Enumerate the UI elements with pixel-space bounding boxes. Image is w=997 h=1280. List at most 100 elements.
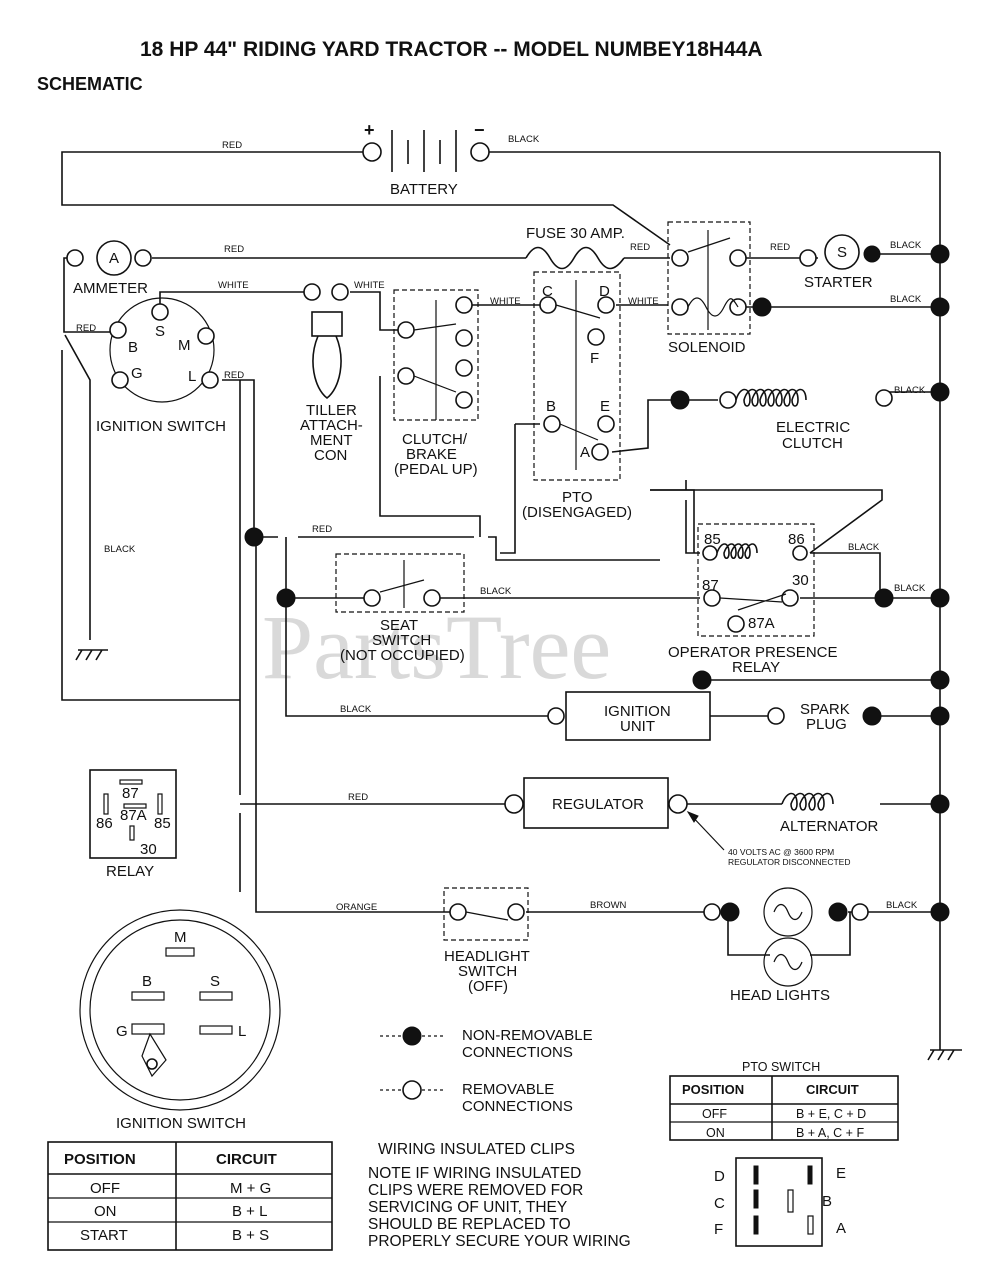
- svg-text:WHITE: WHITE: [490, 296, 521, 307]
- svg-text:86: 86: [96, 815, 113, 832]
- svg-text:BROWN: BROWN: [590, 900, 627, 911]
- svg-text:PTO: PTO: [562, 489, 593, 506]
- svg-text:M: M: [178, 337, 191, 354]
- battery-label: BATTERY: [390, 181, 458, 198]
- svg-text:B + A, C + F: B + A, C + F: [796, 1126, 864, 1140]
- svg-text:PLUG: PLUG: [806, 716, 847, 733]
- svg-text:BLACK: BLACK: [508, 134, 540, 145]
- electric-clutch: ELECTRIC CLUTCH: [670, 388, 893, 452]
- page-subtitle: SCHEMATIC: [37, 74, 143, 94]
- svg-text:RED: RED: [312, 524, 332, 535]
- svg-text:S: S: [210, 973, 220, 990]
- svg-text:CIRCUIT: CIRCUIT: [216, 1151, 277, 1168]
- svg-text:30: 30: [140, 841, 157, 858]
- operator-presence-relay: 85 86 87 30 87A OPERATOR PRESENCE RELAY: [668, 523, 837, 676]
- svg-text:85: 85: [704, 531, 721, 548]
- svg-text:WIRING INSULATED CLIPS: WIRING INSULATED CLIPS: [378, 1141, 575, 1158]
- svg-text:OFF: OFF: [90, 1180, 120, 1197]
- svg-text:B + S: B + S: [232, 1227, 269, 1244]
- svg-text:A: A: [580, 444, 590, 461]
- svg-text:B + E, C + D: B + E, C + D: [796, 1107, 866, 1121]
- svg-text:RED: RED: [770, 242, 790, 253]
- pto-switch-table: PTO SWITCH POSITION CIRCUIT OFF B + E, C…: [669, 1060, 899, 1141]
- svg-text:RED: RED: [224, 244, 244, 255]
- svg-text:MENT: MENT: [310, 432, 353, 449]
- svg-text:(NOT OCCUPIED): (NOT OCCUPIED): [340, 647, 465, 664]
- starter-label: STARTER: [804, 274, 873, 291]
- svg-text:BLACK: BLACK: [340, 704, 372, 715]
- svg-text:S: S: [837, 244, 847, 261]
- svg-text:85: 85: [154, 815, 171, 832]
- fuse-label: FUSE 30 AMP.: [526, 225, 625, 242]
- svg-text:RED: RED: [222, 140, 242, 151]
- ignition-switch-label: IGNITION SWITCH: [96, 418, 226, 435]
- battery-plus: +: [364, 120, 375, 140]
- svg-text:IGNITION: IGNITION: [604, 703, 671, 720]
- svg-text:SHOULD BE REPLACED TO: SHOULD BE REPLACED TO: [368, 1216, 571, 1233]
- svg-text:BLACK: BLACK: [894, 385, 926, 396]
- svg-text:87: 87: [702, 577, 719, 594]
- relay-pinout: 87 87A 86 85 30 RELAY: [89, 769, 177, 880]
- pto-pinout: D C F E B A: [714, 1157, 846, 1247]
- solenoid: SOLENOID: [667, 221, 751, 356]
- svg-text:START: START: [80, 1227, 128, 1244]
- svg-text:ON: ON: [706, 1126, 725, 1140]
- watermark: PartsTree: [262, 596, 611, 698]
- svg-text:(PEDAL UP): (PEDAL UP): [394, 461, 478, 478]
- svg-text:CON: CON: [314, 447, 347, 464]
- solenoid-label: SOLENOID: [668, 339, 746, 356]
- svg-text:C: C: [542, 283, 553, 300]
- svg-text:ORANGE: ORANGE: [336, 902, 377, 913]
- svg-text:CONNECTIONS: CONNECTIONS: [462, 1044, 573, 1061]
- svg-text:F: F: [590, 350, 599, 367]
- svg-text:CLIPS WERE REMOVED FOR: CLIPS WERE REMOVED FOR: [368, 1182, 583, 1199]
- svg-text:ON: ON: [94, 1203, 117, 1220]
- svg-text:D: D: [599, 283, 610, 300]
- svg-text:BRAKE: BRAKE: [406, 446, 457, 463]
- svg-text:TILLER: TILLER: [306, 402, 357, 419]
- svg-text:87A: 87A: [120, 807, 147, 824]
- svg-text:B: B: [546, 398, 556, 415]
- svg-text:BLACK: BLACK: [480, 586, 512, 597]
- battery-minus: −: [474, 120, 485, 140]
- wire-labels: RED BLACK RED RED RED BLACK BLACK WHITE …: [76, 134, 926, 913]
- svg-text:M: M: [174, 929, 187, 946]
- ammeter: A AMMETER: [66, 240, 152, 297]
- svg-text:REMOVABLE: REMOVABLE: [462, 1081, 554, 1098]
- fuse: FUSE 30 AMP.: [525, 225, 625, 270]
- svg-text:SPARK: SPARK: [800, 701, 850, 718]
- svg-text:BLACK: BLACK: [848, 542, 880, 553]
- page-title: 18 HP 44" RIDING YARD TRACTOR -- MODEL N…: [140, 38, 763, 61]
- svg-text:87: 87: [122, 785, 139, 802]
- svg-text:ATTACH-: ATTACH-: [300, 417, 363, 434]
- svg-text:REGULATOR: REGULATOR: [552, 796, 644, 813]
- svg-text:RED: RED: [630, 242, 650, 253]
- svg-text:B + L: B + L: [232, 1203, 267, 1220]
- svg-text:B: B: [128, 339, 138, 356]
- svg-text:G: G: [116, 1023, 128, 1040]
- svg-text:CLUTCH/: CLUTCH/: [402, 431, 468, 448]
- head-lights: HEAD LIGHTS: [703, 887, 869, 1004]
- svg-text:D: D: [714, 1168, 725, 1185]
- svg-text:PTO SWITCH: PTO SWITCH: [742, 1060, 820, 1074]
- svg-text:NOTE IF WIRING INSULATED: NOTE IF WIRING INSULATED: [368, 1165, 581, 1182]
- svg-text:40 VOLTS AC @ 3600 RPM: 40 VOLTS AC @ 3600 RPM: [728, 847, 834, 857]
- svg-text:SERVICING OF UNIT, THEY: SERVICING OF UNIT, THEY: [368, 1199, 567, 1216]
- svg-text:CIRCUIT: CIRCUIT: [806, 1082, 859, 1097]
- svg-text:HEADLIGHT: HEADLIGHT: [444, 948, 530, 965]
- svg-text:ALTERNATOR: ALTERNATOR: [780, 818, 879, 835]
- starter: S STARTER: [799, 234, 881, 291]
- svg-text:30: 30: [792, 572, 809, 589]
- junction-dots: [244, 244, 950, 922]
- svg-text:RELAY: RELAY: [106, 863, 154, 880]
- svg-text:BLACK: BLACK: [886, 900, 918, 911]
- svg-text:87A: 87A: [748, 615, 775, 632]
- legend: NON-REMOVABLE CONNECTIONS REMOVABLE CONN…: [380, 1026, 593, 1115]
- svg-text:(DISENGAGED): (DISENGAGED): [522, 504, 632, 521]
- headlight-switch: HEADLIGHT SWITCH (OFF): [443, 887, 530, 995]
- svg-text:SWITCH: SWITCH: [372, 632, 431, 649]
- svg-text:HEAD LIGHTS: HEAD LIGHTS: [730, 987, 830, 1004]
- ignition-unit: IGNITION UNIT SPARK PLUG: [547, 691, 882, 741]
- svg-text:NON-REMOVABLE: NON-REMOVABLE: [462, 1027, 593, 1044]
